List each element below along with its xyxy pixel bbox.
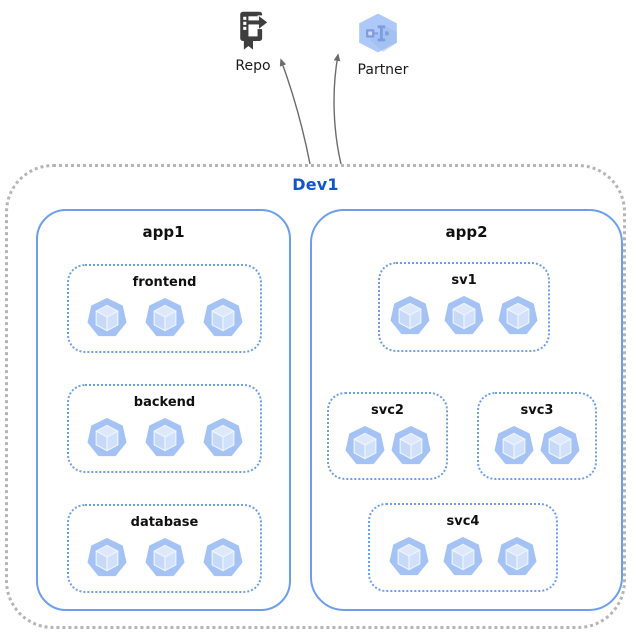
service-label: sv1 xyxy=(451,273,477,288)
service-label: backend xyxy=(133,395,196,410)
app2-label: app2 xyxy=(445,223,488,241)
pod-icon xyxy=(145,538,184,577)
pod-icon xyxy=(498,296,538,335)
edge-dev1-repo xyxy=(279,58,311,165)
service-sv1: sv1 xyxy=(378,262,550,352)
pod-icon xyxy=(145,298,184,337)
partner-hexagon-icon xyxy=(359,13,397,53)
pod-group xyxy=(345,426,431,466)
source-repository-icon xyxy=(240,11,268,50)
service-label: svc2 xyxy=(371,403,404,418)
app2-container: app2 sv1 svc2 svc3 svc4 xyxy=(310,209,623,611)
pod-icon xyxy=(389,537,429,576)
pod-icon xyxy=(87,298,126,337)
pod-icon xyxy=(203,298,242,337)
pod-icon xyxy=(391,426,430,465)
service-label: svc4 xyxy=(446,514,480,529)
pod-icon xyxy=(390,296,430,335)
pod-icon xyxy=(540,426,580,465)
service-svc2: svc2 xyxy=(327,392,448,480)
pod-group xyxy=(87,538,243,578)
edge-dev1-partner xyxy=(333,53,342,165)
pod-icon xyxy=(497,537,537,576)
pod-group xyxy=(390,296,538,336)
pod-icon xyxy=(145,418,184,457)
environment-label: Dev1 xyxy=(292,175,339,194)
service-svc4: svc4 xyxy=(368,503,558,592)
pod-icon xyxy=(494,426,534,465)
pod-icon xyxy=(443,537,483,576)
pod-icon xyxy=(444,296,484,335)
repo-label: Repo xyxy=(235,58,271,74)
service-database: database xyxy=(67,504,262,593)
partner-label: Partner xyxy=(357,62,409,78)
pod-icon xyxy=(345,426,384,465)
service-frontend: frontend xyxy=(67,264,262,353)
service-backend: backend xyxy=(67,384,262,473)
app1-label: app1 xyxy=(142,223,185,241)
pod-group xyxy=(494,426,580,466)
pod-icon xyxy=(87,538,126,577)
app1-container: app1 frontend backend database xyxy=(36,209,291,611)
service-svc3: svc3 xyxy=(477,392,597,480)
pod-icon xyxy=(203,538,242,577)
pod-icon xyxy=(203,418,242,457)
service-label: svc3 xyxy=(520,403,554,418)
pod-icon xyxy=(87,418,126,457)
service-label: database xyxy=(130,515,199,530)
pod-group xyxy=(389,537,537,577)
environment-dev1: Dev1 app1 frontend backend database app2… xyxy=(5,164,626,629)
pod-group xyxy=(87,298,243,338)
pod-group xyxy=(87,418,243,458)
service-label: frontend xyxy=(132,275,197,290)
